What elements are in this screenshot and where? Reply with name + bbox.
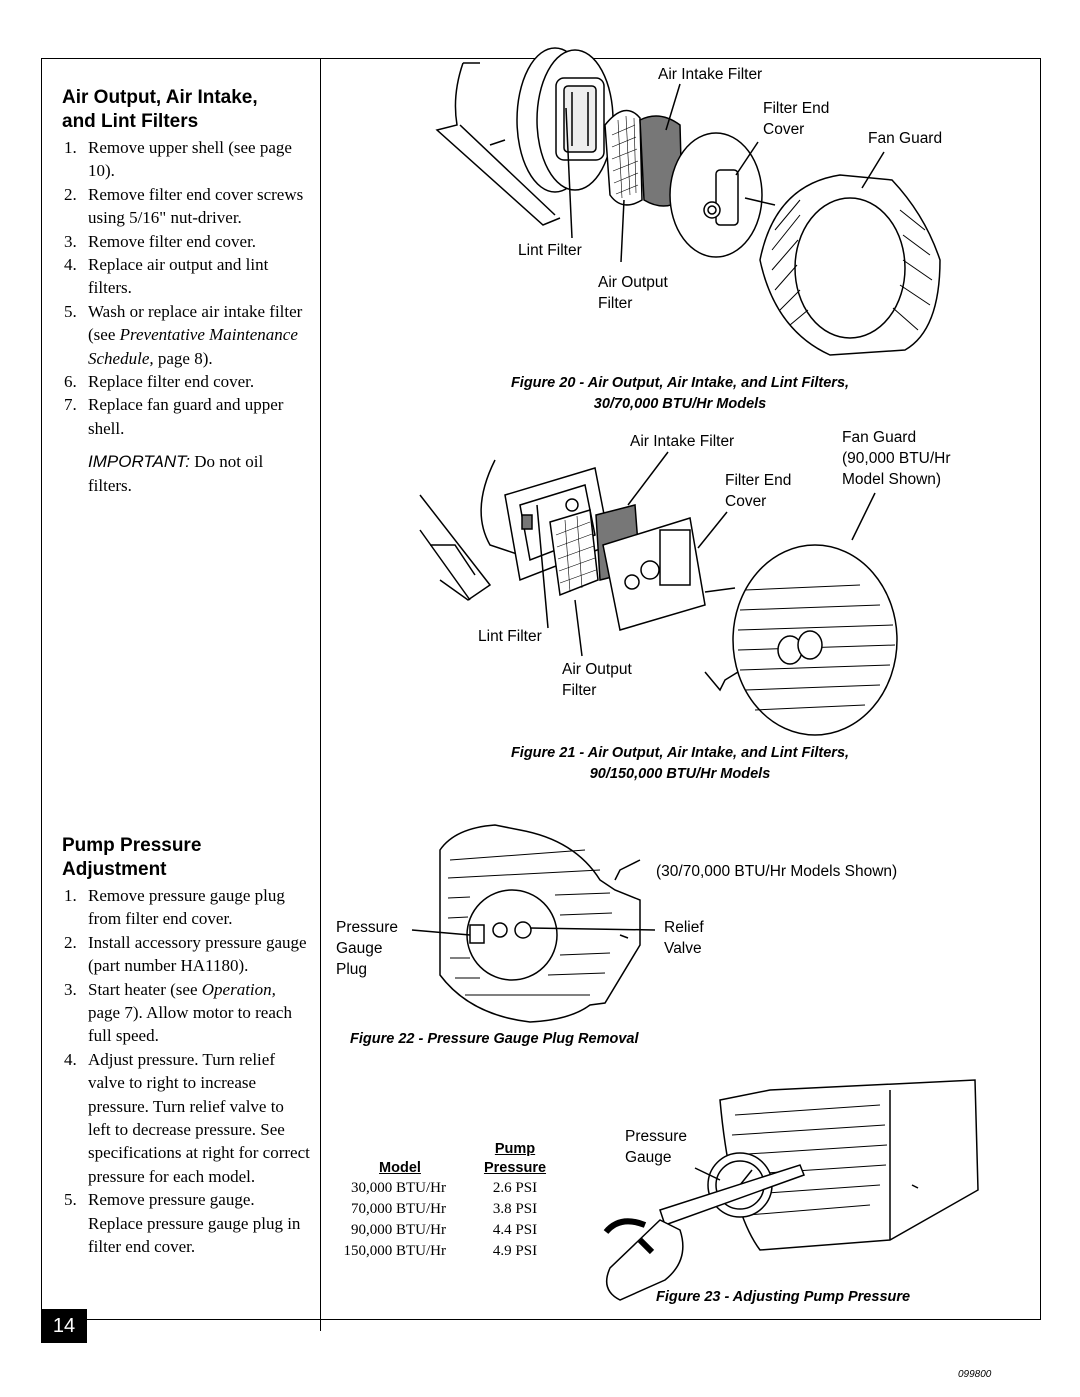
label-valve: Valve bbox=[664, 940, 702, 957]
list-item: 4.Replace air output and lint filters. bbox=[64, 255, 269, 298]
figure-21-caption: Figure 21 - Air Output, Air Intake, and … bbox=[510, 745, 850, 782]
pump-steps-list: 1.Remove pressure gauge plug from filter… bbox=[62, 884, 310, 1259]
label-air-output: Air Output bbox=[562, 661, 632, 678]
figure-20-caption: Figure 20 - Air Output, Air Intake, and … bbox=[510, 375, 850, 412]
label-lint-filter: Lint Filter bbox=[478, 628, 542, 645]
label-pressure: Pressure bbox=[336, 919, 399, 936]
label-cover: Cover bbox=[763, 121, 805, 138]
figure-22-illustration bbox=[411, 824, 656, 1023]
label-relief: Relief bbox=[664, 919, 704, 936]
list-item: 5.Wash or replace air intake filter (see… bbox=[64, 301, 303, 368]
figure-23-illustration bbox=[603, 1079, 979, 1301]
figure-21-illustration bbox=[419, 451, 898, 736]
label-fan-guard-model: (90,000 BTU/Hr bbox=[842, 450, 951, 467]
label-fan-guard: Fan Guard bbox=[868, 130, 943, 147]
label-air-intake-filter: Air Intake Filter bbox=[630, 433, 735, 450]
label-models-shown: (30/70,000 BTU/Hr Models Shown) bbox=[656, 863, 898, 880]
label-fan-guard-model: Model Shown) bbox=[842, 471, 942, 488]
list-item: 3.Remove filter end cover. bbox=[64, 231, 257, 251]
list-item: 3.Start heater (see Operation, page 7). … bbox=[64, 979, 292, 1046]
document-id: 099800 bbox=[958, 1369, 992, 1380]
list-item: 1.Remove upper shell (see page 10). bbox=[64, 138, 292, 181]
figure-22-caption: Figure 22 - Pressure Gauge Plug Removal bbox=[350, 1031, 639, 1047]
label-pressure: Pressure bbox=[625, 1128, 688, 1145]
label-filter-end: Filter End bbox=[763, 100, 830, 117]
section-title-filters: Air Output, Air Intake, and Lint Filters bbox=[62, 87, 258, 132]
section-filters: Air Output, Air Intake, and Lint Filters… bbox=[62, 86, 310, 497]
label-gauge: Gauge bbox=[625, 1149, 672, 1166]
list-item: 6.Replace filter end cover. bbox=[64, 372, 255, 392]
label-plug: Plug bbox=[336, 961, 368, 978]
label-filter: Filter bbox=[598, 295, 633, 312]
list-item: 2.Install accessory pressure gauge (part… bbox=[64, 932, 307, 976]
list-item: 7.Replace fan guard and upper shell. bbox=[64, 395, 284, 438]
page-number: 14 bbox=[41, 1309, 87, 1343]
label-air-intake-filter: Air Intake Filter bbox=[658, 66, 763, 83]
section-pump-pressure: Pump Pressure Adjustment 1.Remove pressu… bbox=[62, 834, 310, 1259]
filter-steps-list: 1.Remove upper shell (see page 10). 2.Re… bbox=[62, 136, 310, 440]
figure-23-caption: Figure 23 - Adjusting Pump Pressure bbox=[656, 1289, 911, 1305]
list-item: 1.Remove pressure gauge plug from filter… bbox=[64, 886, 285, 929]
label-lint-filter: Lint Filter bbox=[518, 242, 582, 259]
column-divider bbox=[320, 58, 321, 1331]
list-item: 4.Adjust pressure. Turn relief valve to … bbox=[64, 1049, 310, 1186]
important-note: IMPORTANT: Do not oil filters. bbox=[88, 452, 264, 495]
label-gauge: Gauge bbox=[336, 940, 383, 957]
list-item: 5.Remove pressure gauge. Replace pressur… bbox=[64, 1190, 301, 1257]
label-filter-end: Filter End bbox=[725, 472, 792, 489]
label-cover: Cover bbox=[725, 493, 767, 510]
list-item: 2.Remove filter end cover screws using 5… bbox=[64, 184, 304, 228]
label-air-output: Air Output bbox=[598, 274, 668, 291]
label-fan-guard: Fan Guard bbox=[842, 429, 917, 446]
table-header-model: Model bbox=[379, 1160, 421, 1176]
section-title-pump-pressure: Pump Pressure Adjustment bbox=[62, 835, 202, 880]
label-filter: Filter bbox=[562, 682, 597, 699]
